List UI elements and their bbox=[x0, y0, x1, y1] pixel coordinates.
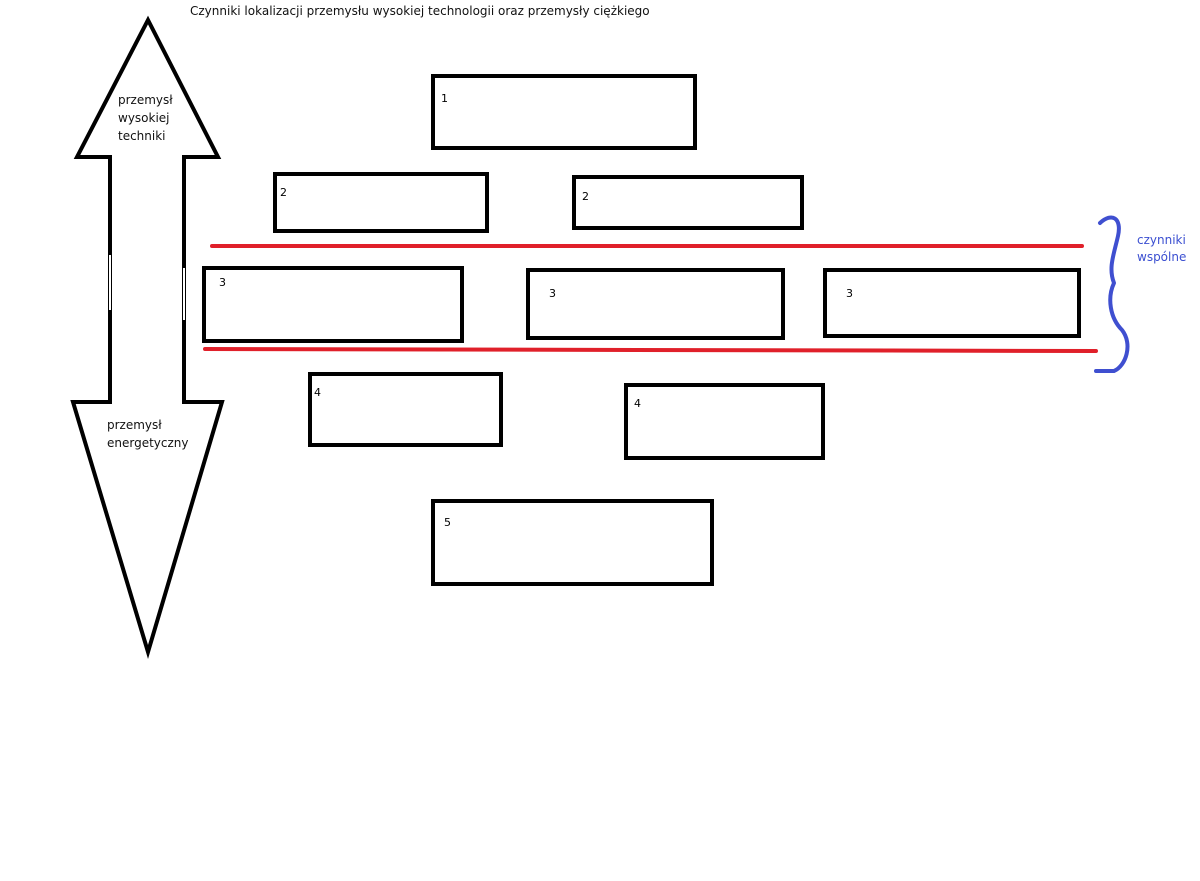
arrow-bottom-label: przemysł energetyczny bbox=[107, 418, 189, 450]
factor-box-4b: 4 bbox=[624, 383, 825, 460]
box-number: 5 bbox=[444, 516, 451, 529]
box-number: 3 bbox=[549, 287, 556, 300]
common-factors-label: czynniki wspólne bbox=[1137, 233, 1187, 264]
box-number: 4 bbox=[314, 386, 321, 399]
diagram-title: Czynniki lokalizacji przemysłu wysokiej … bbox=[190, 4, 650, 18]
factor-box-3a: 3 bbox=[202, 266, 464, 343]
box-number: 2 bbox=[280, 186, 287, 199]
box-number: 4 bbox=[634, 397, 641, 410]
factor-box-5: 5 bbox=[431, 499, 714, 586]
red-line-bottom bbox=[203, 347, 1098, 353]
factor-box-3c: 3 bbox=[823, 268, 1081, 338]
arrow-top-label: przemysł wysokiej techniki bbox=[118, 93, 173, 143]
factor-box-1: 1 bbox=[431, 74, 697, 150]
box-number: 3 bbox=[219, 276, 226, 289]
factor-box-2a: 2 bbox=[273, 172, 489, 233]
factor-box-2b: 2 bbox=[572, 175, 804, 230]
curly-brace bbox=[1094, 215, 1130, 373]
box-number: 2 bbox=[582, 190, 589, 203]
factor-box-4a: 4 bbox=[308, 372, 503, 447]
box-number: 3 bbox=[846, 287, 853, 300]
box-number: 1 bbox=[441, 92, 448, 105]
double-arrow bbox=[70, 15, 225, 660]
factor-box-3b: 3 bbox=[526, 268, 785, 340]
